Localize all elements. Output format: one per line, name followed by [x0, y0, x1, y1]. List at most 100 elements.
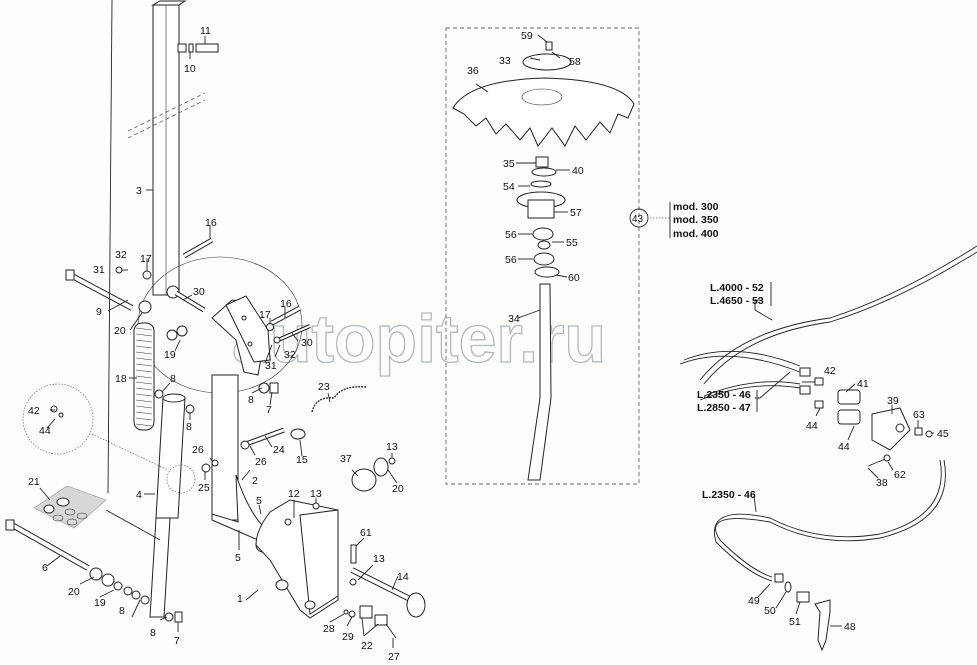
washer-20-part: [138, 300, 152, 314]
callout-20: 20: [114, 325, 126, 337]
callout-45: 45: [937, 428, 949, 440]
bolt-9-part: [65, 269, 134, 311]
hub-cap-33-part: [522, 53, 572, 71]
callout-10: 10: [184, 63, 196, 75]
callout-33: 33: [499, 55, 511, 67]
plug-63-part: [914, 427, 923, 436]
callout-8d: 8: [119, 605, 125, 617]
callout-14: 14: [397, 571, 409, 583]
bearing-56a-part: [532, 227, 554, 241]
callout-44b: 44: [806, 420, 818, 432]
callout-41: 41: [857, 378, 869, 390]
callout-3: 3: [136, 185, 142, 197]
callout-56b: 56: [505, 254, 517, 266]
callout-2: 2: [252, 475, 258, 487]
callout-5b: 5: [235, 552, 241, 564]
bolt-12-part: [284, 518, 292, 526]
hose-length-labels: L.4000 - 52 L.4650 - 53 L.2350 - 46 L.28…: [697, 282, 772, 501]
callout-11: 11: [200, 25, 211, 37]
bolt-6-part: [5, 519, 90, 571]
nut-7-right-part: [269, 382, 279, 394]
washer-8-right-part: [258, 382, 270, 394]
hose-46-47-part: [679, 355, 801, 373]
nut-45-part: [925, 430, 933, 438]
callout-16b: 16: [280, 298, 292, 310]
callout-63: 63: [913, 409, 925, 421]
nut-28-part: [343, 609, 349, 615]
callout-27: 27: [388, 651, 400, 663]
bracket-plate-part: [211, 295, 271, 376]
disc-assembly-box: [445, 27, 640, 485]
callout-22: 22: [361, 640, 373, 652]
ring-54-part: [530, 180, 552, 188]
shaft-34-part: [527, 283, 552, 481]
shock-absorber-4-part: [149, 393, 186, 618]
callout-8: 8: [170, 373, 176, 385]
callout-42b: 42: [824, 365, 836, 377]
callout-16: 16: [205, 217, 217, 229]
callout-49: 49: [748, 595, 760, 607]
knob-37-part: [351, 457, 396, 492]
pin-24-part: [245, 427, 285, 447]
arm-2-part: [211, 374, 271, 553]
callout-7b: 7: [174, 635, 180, 647]
callout-17b: 17: [259, 309, 271, 321]
callout-26: 26: [192, 444, 204, 456]
clip-15-part: [290, 428, 306, 440]
clamp-22-part: [359, 605, 373, 619]
seal-60-part: [534, 266, 560, 278]
callout-55: 55: [566, 237, 578, 249]
callout-17: 17: [140, 253, 152, 265]
bushing-19-part: [166, 329, 178, 341]
callout-54: 54: [503, 181, 515, 193]
callout-4: 4: [136, 489, 142, 501]
bearing-56b-part: [533, 252, 555, 266]
ref-43-circle: [629, 208, 649, 228]
model-300: mod. 300: [673, 201, 719, 213]
callout-9: 9: [96, 306, 102, 318]
bolt-11-part: [177, 43, 219, 53]
hose-label-46: L.2350 - 46: [697, 389, 751, 401]
chain-23-part: [311, 386, 367, 413]
coupler-51-part: [796, 591, 810, 603]
bushing-35-part: [535, 156, 549, 168]
spring-18-part: [133, 322, 155, 431]
pin-30-part: [174, 290, 206, 313]
callout-32b: 32: [284, 349, 296, 361]
callout-20b: 20: [392, 483, 404, 495]
coupler-41-part: [837, 389, 861, 405]
callout-12: 12: [288, 488, 300, 500]
spacer-55-part: [537, 240, 551, 250]
washer-26-part: [211, 459, 219, 467]
callout-8b: 8: [248, 394, 254, 406]
callout-18: 18: [115, 373, 127, 385]
nut-13a-part: [312, 502, 320, 510]
callout-7: 7: [266, 404, 272, 416]
washer-8d-part: [164, 612, 174, 622]
callout-28: 28: [323, 623, 335, 635]
washer-26b-part: [240, 440, 250, 450]
callout-60: 60: [568, 272, 580, 284]
callout-1: 1: [237, 593, 243, 605]
callout-37: 37: [340, 453, 352, 465]
hose-52-53-part: [699, 245, 977, 381]
callout-39: 39: [887, 395, 899, 407]
callout-36: 36: [467, 65, 479, 77]
callout-56: 56: [505, 229, 517, 241]
nut-13c-part: [349, 578, 357, 586]
pin-61-part: [350, 544, 357, 564]
callout-26b: 26: [255, 456, 267, 468]
washer-62-part: [883, 454, 891, 462]
callout-40: 40: [572, 165, 584, 177]
callout-32: 32: [115, 249, 127, 261]
column-tube-part: [127, 0, 206, 296]
callout-30: 30: [193, 286, 205, 298]
hose-fitting-b: [799, 385, 811, 395]
nut-32-right-part: [273, 336, 281, 344]
callout-62: 62: [894, 469, 906, 481]
cap-48-part: [814, 599, 831, 652]
callout-25: 25: [198, 482, 210, 494]
callout-31b: 31: [265, 360, 277, 372]
